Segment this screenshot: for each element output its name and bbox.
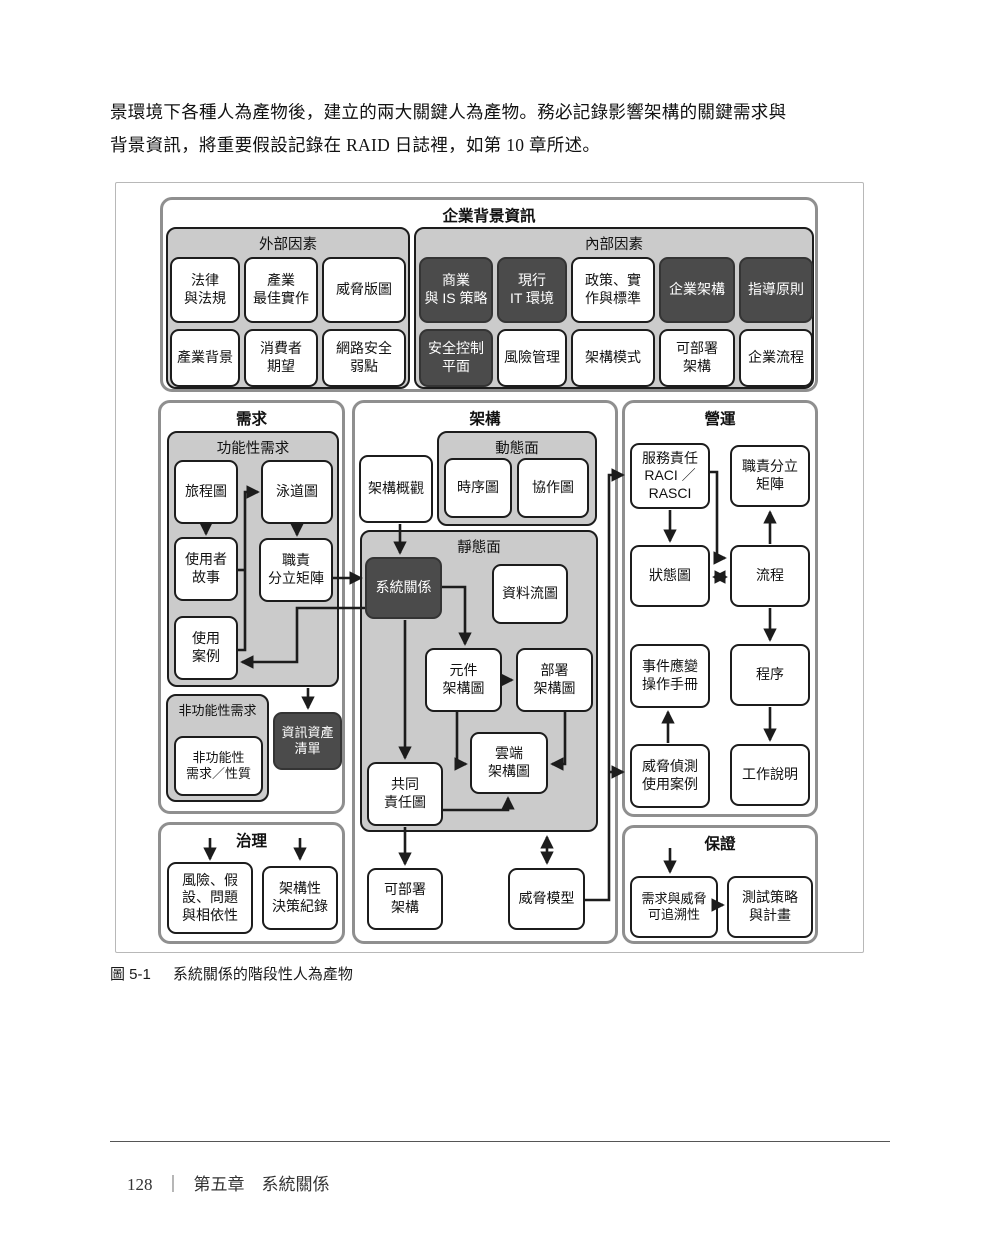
section-title-architecture: 架構	[469, 411, 501, 428]
node-architecture-patterns: 架構模式	[571, 329, 655, 387]
footer-chapter: 第五章 系統關係	[193, 1175, 330, 1194]
node-threat-landscape: 威脅版圖	[322, 257, 406, 323]
node-threat-detection-use-cases: 威脅偵測 使用案例	[630, 744, 710, 808]
node-industry-best-practices: 產業 最佳實作	[244, 257, 318, 323]
node-data-flow-diagram: 資料流圖	[492, 564, 568, 624]
node-user-stories: 使用者 故事	[174, 537, 238, 601]
panel-title-external-factors: 外部因素	[259, 237, 317, 253]
panel-title-internal-factors: 內部因素	[585, 237, 643, 253]
node-laws-regulations: 法律 與法規	[170, 257, 240, 323]
node-enterprise-architecture: 企業架構	[659, 257, 735, 323]
figure-caption: 圖 5-1 系統關係的階段性人為產物	[110, 963, 353, 984]
node-raid-log: 風險、假 設、問題 與相依性	[167, 862, 253, 934]
section-title-operations: 營運	[704, 411, 736, 428]
node-information-asset-register: 資訊資產 清單	[273, 712, 342, 770]
node-journey-map: 旅程圖	[174, 460, 238, 524]
node-collaboration-diagram: 協作圖	[517, 458, 589, 518]
node-security-control-plane: 安全控制 平面	[419, 329, 493, 387]
node-deployment-architecture: 部署 架構圖	[516, 648, 593, 712]
figure-caption-label: 圖 5-1	[110, 966, 151, 983]
node-industry-context: 產業背景	[170, 329, 240, 387]
node-use-cases: 使用 案例	[174, 616, 238, 680]
section-title-enterprise-context: 企業背景資訊	[442, 208, 536, 225]
node-guiding-principles: 指導原則	[739, 257, 813, 323]
node-procedures: 程序	[730, 644, 810, 706]
node-sequence-diagram: 時序圖	[444, 458, 512, 518]
panel-title-static-view: 靜態面	[457, 540, 501, 556]
node-deployable-architecture-context: 可部署 架構	[659, 329, 735, 387]
node-cybersecurity-weaknesses: 網路安全 弱點	[322, 329, 406, 387]
node-test-strategy-plan: 測試策略 與計畫	[727, 876, 813, 938]
node-architecture-overview: 架構概觀	[359, 455, 433, 523]
node-business-is-strategy: 商業 與 IS 策略	[419, 257, 493, 323]
node-policies-practices-standards: 政策、實 作與標準	[571, 257, 655, 323]
node-service-raci-rasci: 服務責任 RACI ／ RASCI	[630, 443, 710, 509]
node-incident-runbook: 事件應變 操作手冊	[630, 644, 710, 708]
node-sod-matrix-requirements: 職責 分立矩陣	[259, 538, 333, 602]
page-footer: 128 ｜ 第五章 系統關係	[110, 1150, 330, 1215]
panel-title-dynamic-view: 動態面	[495, 441, 539, 457]
node-processes: 流程	[730, 545, 810, 607]
section-title-requirements: 需求	[235, 411, 267, 428]
node-current-it-environment: 現行 IT 環境	[497, 257, 567, 323]
node-cloud-architecture: 雲端 架構圖	[470, 732, 548, 794]
node-work-instructions: 工作說明	[730, 744, 810, 806]
section-title-assurance: 保證	[704, 836, 736, 853]
footer-rule	[110, 1141, 890, 1142]
node-enterprise-processes: 企業流程	[739, 329, 813, 387]
section-title-governance: 治理	[235, 833, 267, 850]
footer-separator: ｜	[164, 1175, 182, 1194]
node-system-context: 系統關係	[365, 557, 442, 619]
node-risk-management: 風險管理	[497, 329, 567, 387]
node-component-architecture: 元件 架構圖	[425, 648, 502, 712]
node-threat-model: 威脅模型	[508, 868, 585, 930]
footer-page-number: 128	[127, 1175, 153, 1194]
panel-title-functional: 功能性需求	[216, 441, 290, 457]
node-architectural-decision-records: 架構性 決策紀錄	[262, 866, 338, 930]
node-shared-responsibility-diagram: 共同 責任圖	[367, 762, 443, 826]
body-paragraph: 景環境下各種人為產物後，建立的兩大關鍵人為產物。務必記錄影響架構的關鍵需求與 背…	[110, 102, 787, 155]
node-deployable-architecture: 可部署 架構	[367, 868, 443, 930]
node-swimlane-diagram: 泳道圖	[261, 460, 333, 524]
node-state-diagram: 狀態圖	[630, 545, 710, 607]
figure-caption-text: 系統關係的階段性人為產物	[172, 966, 353, 983]
node-consumer-expectations: 消費者 期望	[244, 329, 318, 387]
node-nfr-quality: 非功能性 需求／性質	[174, 736, 263, 796]
panel-title-non-functional: 非功能性需求	[178, 703, 257, 718]
node-sod-matrix-operations: 職責分立 矩陣	[730, 445, 810, 507]
node-requirements-threat-traceability: 需求與威脅 可追溯性	[630, 876, 718, 938]
